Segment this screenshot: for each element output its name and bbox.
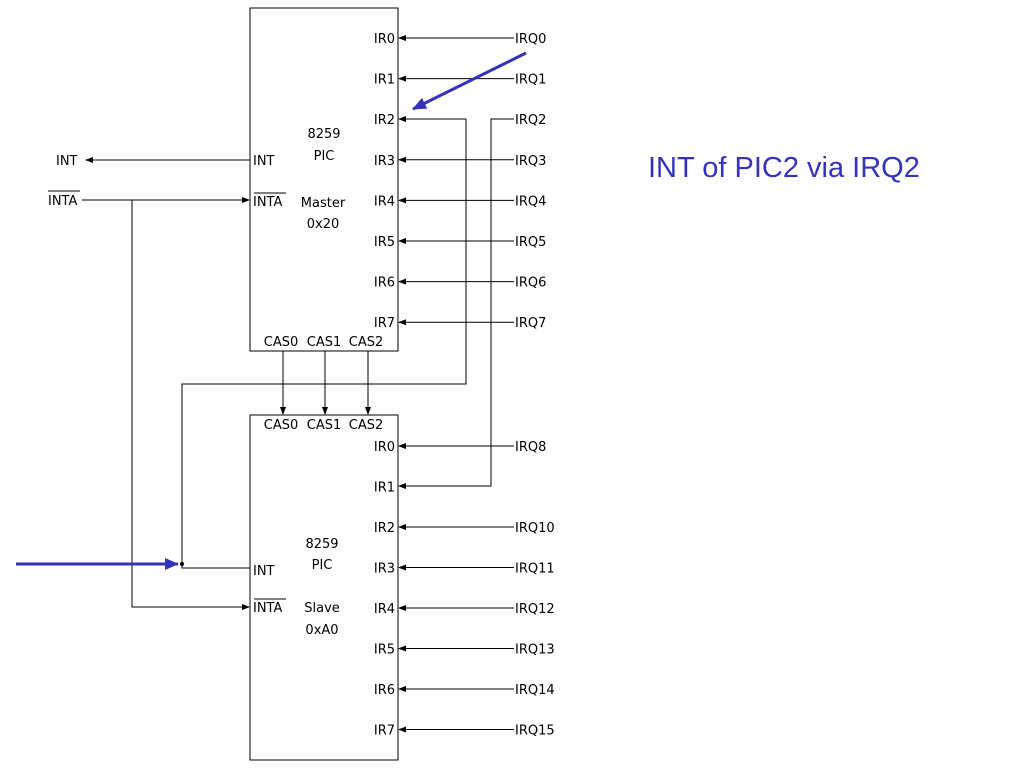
slave-pin-ir7: IR7: [374, 724, 395, 739]
slave-pin-ir5: IR5: [374, 643, 395, 658]
slave-int-wire-node: [180, 562, 184, 566]
slave-chip-id: 8259: [305, 537, 338, 552]
irq10-label: IRQ10: [515, 521, 555, 536]
external-inta-label: INTA: [48, 194, 77, 209]
irq1-label: IRQ1: [515, 73, 546, 88]
slave-pin-ir0: IR0: [374, 440, 395, 455]
slave-int-pin: INT: [253, 564, 275, 579]
master-pic-chip: [249, 7, 399, 352]
slave-pic-chip: [249, 414, 399, 761]
master-address-label: 0x20: [307, 217, 340, 232]
master-cas1-label: CAS1: [307, 335, 342, 350]
master-pin-ir5: IR5: [374, 235, 395, 250]
slave-cas0-label: CAS0: [264, 418, 299, 433]
irq0-label: IRQ0: [515, 32, 546, 47]
slave-pin-ir4: IR4: [374, 602, 395, 617]
master-pin-ir3: IR3: [374, 154, 395, 169]
slide-caption: INT of PIC2 via IRQ2: [648, 152, 920, 184]
master-chip-type: PIC: [314, 149, 335, 164]
slave-cas1-label: CAS1: [307, 418, 342, 433]
irq15-label: IRQ15: [515, 724, 555, 739]
master-cas0-label: CAS0: [264, 335, 299, 350]
master-role-label: Master: [301, 196, 346, 211]
master-int-pin: INT: [253, 154, 275, 169]
slave-address-label: 0xA0: [305, 623, 338, 638]
external-int-label: INT: [56, 154, 78, 169]
slave-role-label: Slave: [304, 601, 340, 616]
irq6-label: IRQ6: [515, 276, 546, 291]
master-chip-id: 8259: [307, 127, 340, 142]
irq12-label: IRQ12: [515, 602, 555, 617]
slave-pin-ir6: IR6: [374, 683, 395, 698]
irq2-to-slave-ir1-wire: [398, 118, 514, 489]
irq8-label: IRQ8: [515, 440, 546, 455]
slave-cas2-label: CAS2: [349, 418, 384, 433]
irq13-label: IRQ13: [515, 643, 555, 658]
master-cas2-label: CAS2: [349, 335, 384, 350]
slave-int-to-master-ir2-wire: [181, 116, 467, 569]
slave-chip-type: PIC: [312, 558, 333, 573]
master-pin-ir4: IR4: [374, 194, 395, 209]
master-pin-ir2: IR2: [374, 113, 395, 128]
inta-to-slave-wire: [131, 200, 250, 610]
master-pin-ir6: IR6: [374, 276, 395, 291]
slave-inta-pin: INTA: [253, 601, 282, 616]
irq3-label: IRQ3: [515, 154, 546, 169]
irq4-label: IRQ4: [515, 194, 546, 209]
slave-pin-ir1: IR1: [374, 481, 395, 496]
irq2-label: IRQ2: [515, 113, 546, 128]
slave-pin-ir2: IR2: [374, 521, 395, 536]
master-pin-ir7: IR7: [374, 316, 395, 331]
irq7-label: IRQ7: [515, 316, 546, 331]
irq14-label: IRQ14: [515, 683, 555, 698]
master-inta-pin: INTA: [253, 195, 282, 210]
irq11-label: IRQ11: [515, 562, 555, 577]
master-pin-ir0: IR0: [374, 32, 395, 47]
highlight-arrow-ir2: [412, 51, 527, 111]
slave-pin-ir3: IR3: [374, 562, 395, 577]
irq5-label: IRQ5: [515, 235, 546, 250]
master-pin-ir1: IR1: [374, 73, 395, 88]
